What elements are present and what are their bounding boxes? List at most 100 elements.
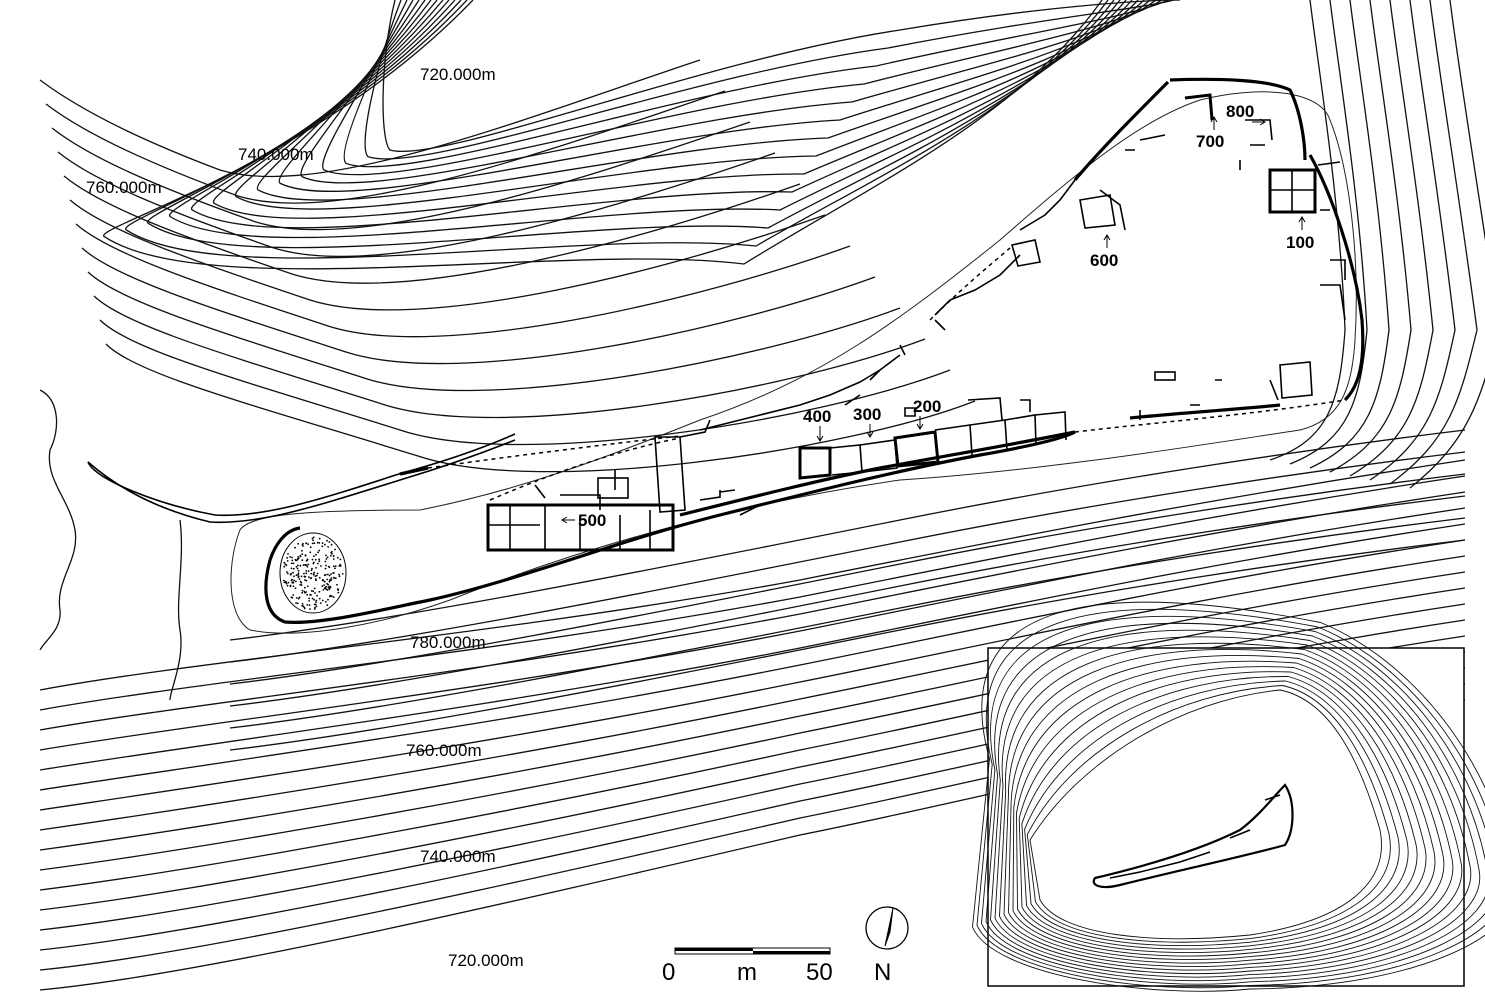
- stipple-dot: [297, 573, 299, 576]
- stipple-dot: [323, 580, 326, 583]
- stipple-dot: [313, 598, 315, 601]
- east-terrace-wall: [1129, 403, 1281, 420]
- elevation-label-north-740: 740.000m: [238, 145, 314, 164]
- south-contour-8: [39, 587, 1466, 851]
- stipple-dot: [315, 601, 317, 603]
- stipple-dot: [286, 560, 289, 562]
- south-contour-3: [39, 507, 1466, 751]
- stipple-dot: [325, 564, 327, 567]
- stipple-dot: [293, 579, 295, 582]
- stipple-dot: [327, 598, 329, 601]
- stipple-dot: [305, 579, 308, 582]
- stipple-dots: [282, 536, 344, 610]
- sector-700-arrow: [1210, 116, 1218, 130]
- west-valley-contour: [39, 389, 77, 651]
- north-contour-upper-10: [169, 0, 1121, 239]
- stipple-dot: [296, 597, 298, 599]
- inset-contour-15: [972, 601, 1485, 992]
- stipple-dot: [328, 541, 331, 543]
- central-compound: [654, 419, 721, 513]
- north-contour-upper-9: [191, 0, 1127, 229]
- stipple-dot: [300, 575, 303, 578]
- stipple-dot: [301, 603, 304, 605]
- elevation-label-south-740: 740.000m: [420, 847, 496, 866]
- stipple-dot: [304, 579, 306, 581]
- south-contour-2: [39, 491, 1466, 731]
- stipple-dot: [329, 595, 331, 597]
- stipple-dot: [307, 563, 310, 566]
- inset-contour-3: [1021, 676, 1409, 950]
- sector-500-rooms: [486, 470, 675, 552]
- south-contour-near-0: [229, 429, 1466, 641]
- stipple-dot: [300, 584, 303, 586]
- stipple-dot: [295, 580, 297, 583]
- stipple-dot: [315, 567, 317, 569]
- stipple-dot: [330, 573, 332, 575]
- stipple-dot: [302, 564, 305, 566]
- misc-room-fragments: [719, 371, 1222, 516]
- stipple-dot: [320, 565, 322, 567]
- sector-300-arrow: [866, 424, 874, 438]
- north-contour-upper-7: [234, 0, 1139, 210]
- stipple-dot: [322, 589, 325, 591]
- east-contour-2: [1309, 0, 1390, 469]
- north-contour-lower-2: [51, 121, 751, 231]
- stipple-dot: [325, 585, 327, 588]
- stipple-dot: [332, 555, 335, 557]
- stipple-dot: [328, 580, 331, 583]
- sector-label-100: 100: [1286, 233, 1314, 252]
- sector-400-arrow: [816, 426, 824, 442]
- stipple-dot: [332, 572, 334, 574]
- stipple-dot: [299, 564, 302, 567]
- inset-contour-7: [1008, 655, 1445, 964]
- stipple-dot: [309, 546, 312, 549]
- stipple-dot: [324, 543, 326, 546]
- stipple-dot: [334, 577, 336, 579]
- stipple-dot: [285, 580, 287, 583]
- stipple-dot: [303, 576, 306, 578]
- stipple-dot: [318, 542, 321, 544]
- stipple-dot: [314, 578, 317, 581]
- inset-site-outline: [1092, 783, 1294, 889]
- east-fortification-wall: [1169, 77, 1365, 402]
- south-contour-near-3: [229, 495, 1466, 707]
- stipple-dot: [329, 554, 332, 557]
- north-wall-fragments: [699, 134, 1166, 431]
- stipple-dot: [296, 602, 299, 605]
- access-road-outer: [87, 439, 516, 524]
- north-contour-upper-12: [125, 0, 1109, 259]
- stipple-dot: [297, 569, 300, 572]
- north-contour-lower-9: [93, 295, 926, 419]
- stipple-dot: [297, 572, 300, 575]
- north-contour-upper-6: [256, 0, 1145, 201]
- stipple-dot: [305, 570, 308, 572]
- stipple-dot: [292, 567, 295, 570]
- stipple-dot: [306, 593, 308, 596]
- stipple-dot: [318, 537, 321, 540]
- inset-contour-13: [981, 615, 1485, 985]
- elevation-label-south-720: 720.000m: [448, 951, 524, 970]
- stipple-dot: [308, 576, 310, 579]
- inset-contour-12: [985, 622, 1485, 982]
- stipple-dot: [312, 536, 315, 539]
- elevation-label-ridge-780: 780.000m: [410, 633, 486, 652]
- stipple-dot: [328, 574, 331, 577]
- stipple-dot: [313, 542, 316, 545]
- sector-label-300: 300: [853, 405, 881, 424]
- inset-contour-4: [1018, 671, 1418, 953]
- east-contour-5: [1369, 0, 1456, 481]
- stipple-dot: [329, 586, 332, 589]
- north-contour-lower-4: [63, 175, 801, 284]
- east-contour-3: [1329, 0, 1412, 473]
- stipple-dot: [326, 604, 329, 607]
- stipple-dot: [292, 562, 295, 565]
- inset-contour-5: [1016, 666, 1427, 957]
- stipple-dot: [330, 543, 333, 546]
- stipple-dot: [297, 557, 300, 560]
- stipple-dot: [319, 602, 322, 604]
- stipple-dot: [321, 585, 324, 588]
- stipple-dot: [339, 563, 342, 566]
- south-contour-near-4: [229, 517, 1466, 729]
- stipple-dot: [337, 556, 339, 559]
